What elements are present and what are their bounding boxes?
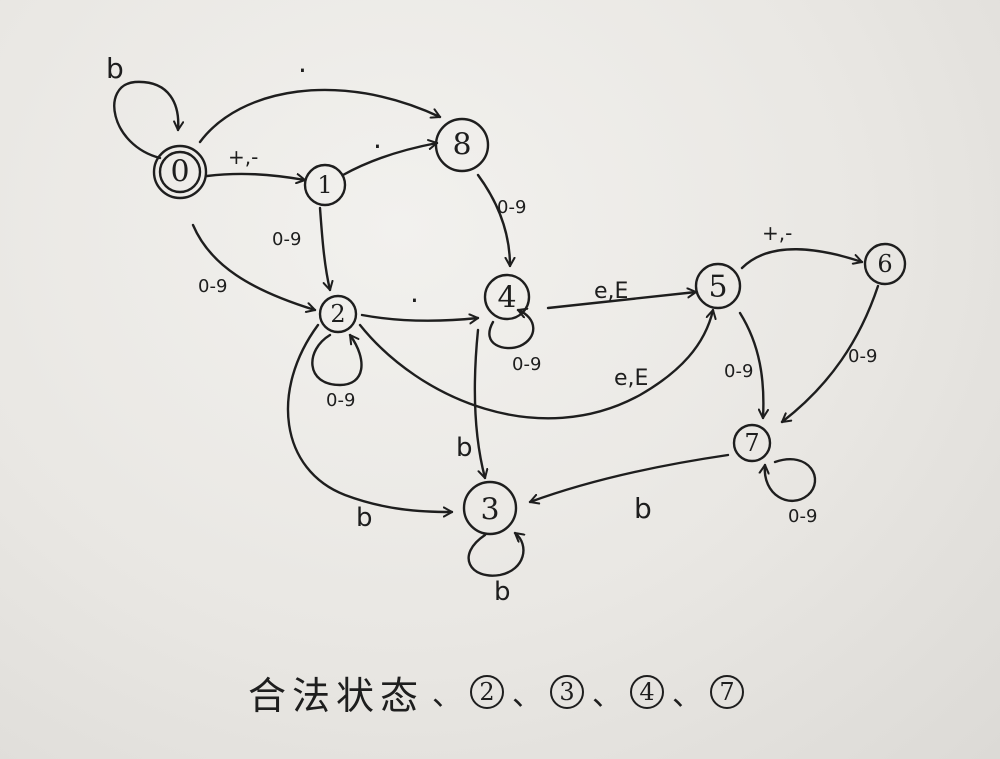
edge-1-2 <box>318 206 330 292</box>
accept-state-3: 3 <box>550 675 585 709</box>
edge-0-8 <box>198 88 442 144</box>
edge-4-3 <box>473 328 485 480</box>
accept-state-2: 2 <box>470 675 505 709</box>
caption-separator: 、 <box>512 678 543 713</box>
edge-label-3-3: b <box>494 577 511 607</box>
edge-label-2-3: b <box>356 503 373 533</box>
edge-label-2-4: . <box>410 276 419 309</box>
state-node-0: 0 <box>152 144 208 200</box>
edge-label-8-4: 0-9 <box>497 197 526 218</box>
edge-1-8 <box>341 143 439 177</box>
edge-label-4-5: e,E <box>594 279 628 304</box>
edge-4-4 <box>488 310 535 350</box>
edge-label-4-4: 0-9 <box>512 354 541 375</box>
edge-label-7-3: b <box>634 492 652 525</box>
edge-label-4-3: b <box>456 433 473 463</box>
svg-text:7: 7 <box>744 429 759 457</box>
state-node-2: 2 <box>318 294 358 334</box>
edge-2-3 <box>286 323 454 512</box>
edge-6-7 <box>780 284 880 424</box>
edge-2-5 <box>358 308 713 420</box>
svg-text:5: 5 <box>708 270 727 305</box>
caption-separator: 、 <box>592 678 623 713</box>
svg-text:1: 1 <box>317 171 332 199</box>
edge-label-0-1: +,- <box>228 145 258 169</box>
edge-0-1 <box>205 172 307 180</box>
edge-label-6-7: 0-9 <box>848 346 877 367</box>
edge-label-0-0: b <box>106 52 124 85</box>
edge-label-1-8: . <box>373 122 382 155</box>
edge-4-5 <box>546 292 698 310</box>
state-node-6: 6 <box>863 242 907 286</box>
state-node-1: 1 <box>303 163 347 207</box>
edge-2-2 <box>311 333 363 387</box>
edge-label-7-7: 0-9 <box>788 506 817 527</box>
accept-state-7: 7 <box>710 675 745 709</box>
caption-separator: 、 <box>672 678 703 713</box>
edge-5-7 <box>738 311 763 420</box>
state-node-5: 5 <box>694 262 742 310</box>
caption-title: 合法状态 <box>248 673 425 718</box>
state-node-3: 3 <box>462 480 518 536</box>
edge-3-3 <box>467 531 524 577</box>
edge-label-2-5: e,E <box>614 366 648 391</box>
edge-7-7 <box>765 458 817 503</box>
edge-0-0 <box>113 80 178 160</box>
svg-text:4: 4 <box>497 281 516 316</box>
edge-8-4 <box>476 173 510 268</box>
accept-state-4: 4 <box>630 675 665 709</box>
edge-label-0-2: 0-9 <box>198 276 227 297</box>
state-node-7: 7 <box>732 423 772 463</box>
svg-text:6: 6 <box>877 250 892 278</box>
svg-text:8: 8 <box>452 128 471 163</box>
svg-text:3: 3 <box>480 493 499 528</box>
edge-label-2-2: 0-9 <box>326 390 355 411</box>
accept-states-caption: 合法状态 、 2 、 3 、 4 、 7 <box>248 662 745 722</box>
state-node-4: 4 <box>483 273 531 321</box>
edge-label-5-6: +,- <box>762 221 792 245</box>
edge-2-4 <box>360 315 480 321</box>
edge-label-5-7: 0-9 <box>724 361 753 382</box>
edge-label-1-2: 0-9 <box>272 229 301 250</box>
caption-separator: 、 <box>432 678 463 713</box>
edge-label-0-8: . <box>298 46 307 79</box>
svg-text:2: 2 <box>330 300 345 328</box>
edge-7-3 <box>528 453 730 502</box>
edge-5-6 <box>740 248 864 270</box>
svg-text:0: 0 <box>170 155 189 190</box>
edge-0-2 <box>191 223 317 310</box>
state-node-8: 8 <box>434 117 490 173</box>
